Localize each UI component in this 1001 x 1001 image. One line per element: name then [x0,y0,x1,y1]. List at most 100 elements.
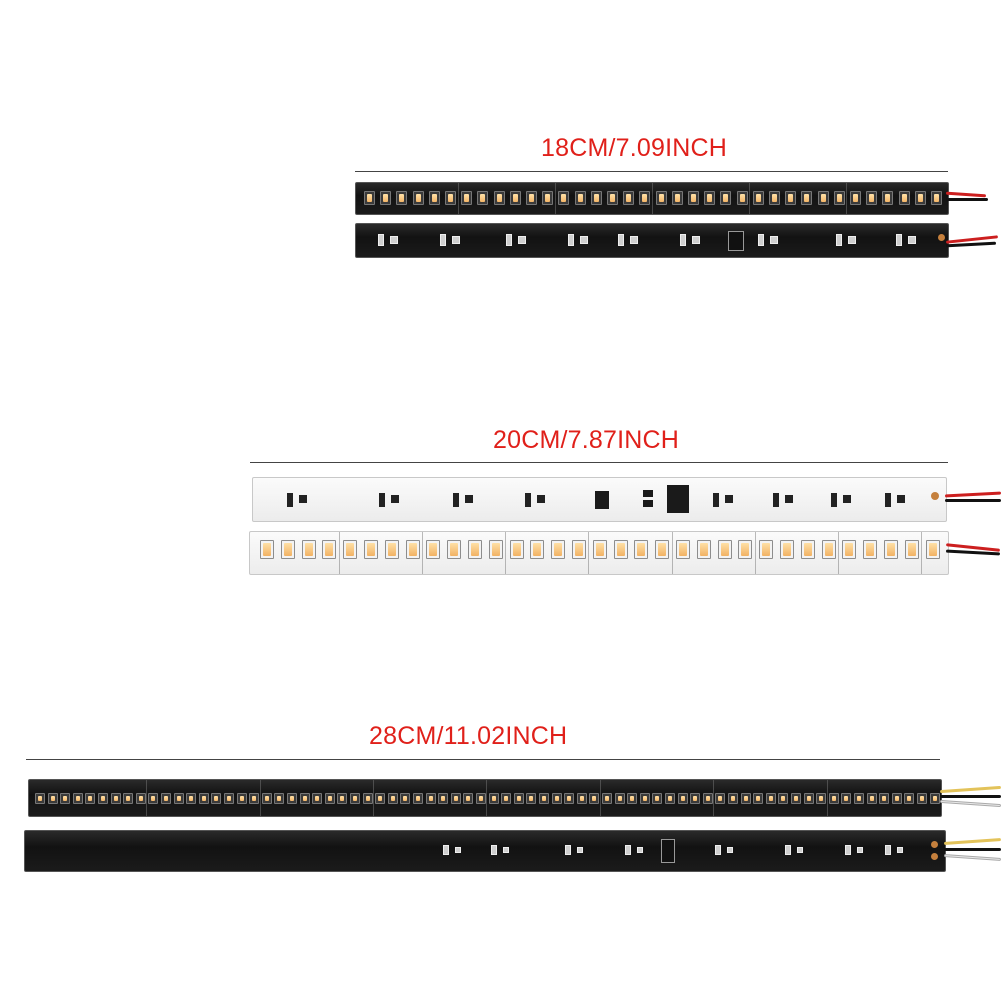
cut-line [754,532,756,574]
smd-component [848,236,856,244]
led-chip [576,793,587,804]
smd-component [565,845,571,855]
smd-component [525,493,531,507]
cut-line [846,183,848,214]
led-chip [891,793,902,804]
led-chip [85,793,96,804]
wire-yellow-28cm-top [939,785,1001,794]
led-chip [866,191,878,205]
led-chip [530,540,545,559]
cut-line [146,780,148,816]
cut-line [599,780,601,816]
smd-component [931,853,938,860]
smd-component [785,845,791,855]
length-label-20cm: 20CM/7.87INCH [493,426,679,454]
led-chip [833,191,845,205]
led-chip [47,793,58,804]
led-chip [551,793,562,804]
smd-component [785,495,793,503]
smd-component [643,500,653,507]
smd-component [896,234,902,246]
smd-component [518,236,526,244]
cut-line [921,532,923,574]
smd-component [661,839,675,863]
led-chip [778,793,789,804]
led-chip [198,793,209,804]
led-chip [447,540,462,559]
divider-line-28cm [26,759,940,760]
led-chip [488,540,503,559]
led-chip [274,793,285,804]
smd-component [770,236,778,244]
cut-line [652,183,653,214]
led-chip [400,793,411,804]
led-chip [736,191,748,205]
led-chip [702,793,713,804]
smd-component [773,493,779,507]
led-chip [445,191,456,205]
led-chip [898,191,910,205]
led-chip [929,793,940,804]
led-chip [572,540,586,559]
led-chip [759,540,774,559]
led-chip [652,793,663,804]
led-chip [72,793,83,804]
cut-line [838,532,839,574]
cut-line [826,780,828,816]
led-chip [613,540,628,559]
led-chip [665,793,675,804]
smd-component [391,495,399,503]
led-chip [426,540,441,559]
wire-black-20cm-top [945,499,1001,502]
led-chip [364,191,375,205]
smd-component [897,847,903,853]
led-chip [828,793,839,804]
smd-component [379,493,385,507]
led-chip [173,793,184,804]
led-chip [558,191,570,205]
led-chip [854,793,864,804]
led-chip [841,793,852,804]
cut-line [422,532,423,574]
led-chip [551,540,566,559]
cut-line [259,780,261,816]
led-chip [413,793,423,804]
led-chip [299,793,310,804]
led-chip [780,540,794,559]
led-chip [574,191,586,205]
led-chip [362,793,373,804]
led-chip [461,191,473,205]
led-chip [468,540,482,559]
led-chip [765,793,776,804]
led-chip [614,793,625,804]
led-chip [917,793,927,804]
led-chip [98,793,108,804]
led-chip [607,191,618,205]
smd-component [378,234,384,246]
led-chip [148,793,159,804]
led-chip [542,191,554,205]
led-chip [753,793,764,804]
led-chip [60,793,71,804]
smd-component [643,490,653,497]
smd-component [725,495,733,503]
smd-component [938,234,945,241]
led-chip [526,793,537,804]
led-strip-20cm-front [249,531,949,575]
led-chip [704,191,716,205]
led-chip [384,540,399,559]
cut-line [671,532,673,574]
smd-component [680,234,686,246]
led-chip [720,191,732,205]
led-chip [639,793,650,804]
led-chip [412,191,424,205]
smd-component [453,493,459,507]
smd-component [908,236,916,244]
cut-line [713,780,715,816]
wire-red-20cm-top [944,491,1001,498]
led-chip [501,793,512,804]
led-chip [715,793,726,804]
led-chip [405,540,420,559]
smd-component [713,493,719,507]
length-label-18cm: 18CM/7.09INCH [541,134,727,162]
